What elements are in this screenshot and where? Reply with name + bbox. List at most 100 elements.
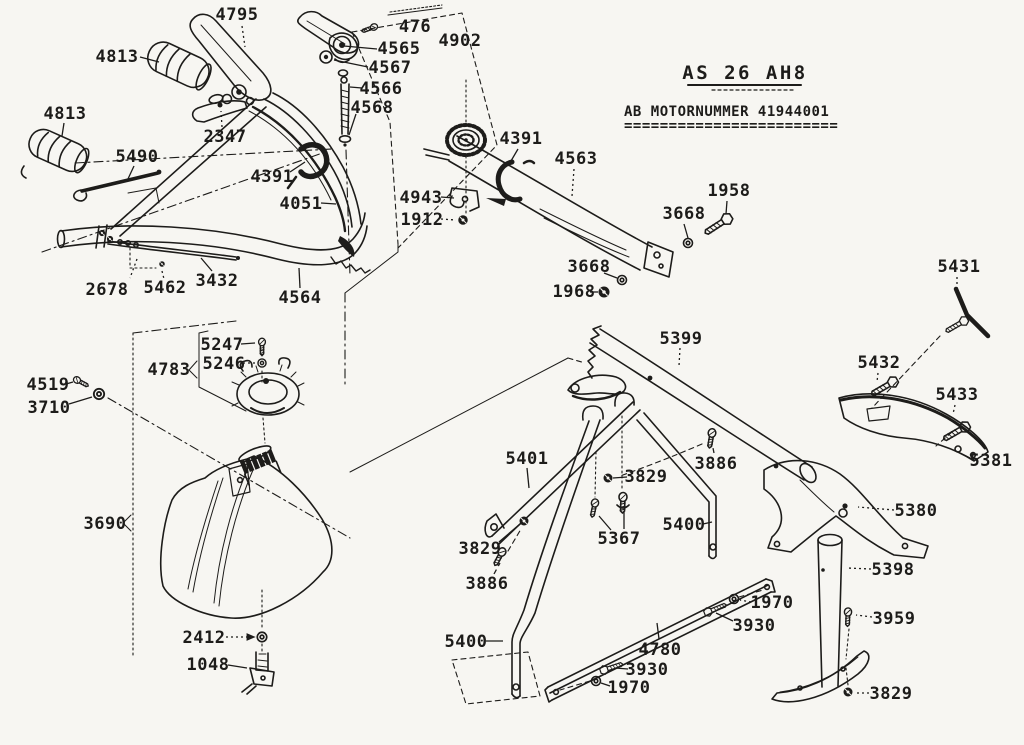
clutch-lever <box>191 100 248 123</box>
part-label-4813: 4813 <box>96 47 139 67</box>
leader-4051 <box>320 202 337 205</box>
part-label-1048: 1048 <box>187 655 230 675</box>
leader-1958 <box>725 200 728 215</box>
screw-5367 <box>617 491 628 514</box>
drag-tube <box>448 135 653 271</box>
neck-bracket <box>228 463 251 497</box>
lever-blade <box>297 10 360 54</box>
leader-4813 <box>61 122 65 137</box>
bar-clamp <box>95 224 108 249</box>
leader-5367 <box>598 515 612 531</box>
handlebar-upper-arm <box>110 98 267 237</box>
part-label-5380: 5380 <box>895 501 938 521</box>
part-label-5381: 5381 <box>970 451 1013 471</box>
throttle-cable-rod <box>80 171 160 193</box>
clamp-bolt <box>106 235 114 243</box>
screw-5247 <box>257 337 267 357</box>
part-label-5246: 5246 <box>203 354 246 374</box>
leader-3959 <box>855 614 873 618</box>
leader-3668 <box>603 272 618 279</box>
serial-line: AB MOTORNUMMER 41944001 <box>624 104 829 120</box>
part-label-5431: 5431 <box>938 257 981 277</box>
part-label-3690: 3690 <box>84 514 127 534</box>
leader-4795 <box>241 25 246 48</box>
part-label-5432: 5432 <box>858 353 901 373</box>
part-label-4783: 4783 <box>148 360 191 380</box>
part-label-3829: 3829 <box>459 539 502 559</box>
part-label-4051: 4051 <box>280 194 323 214</box>
screw-5367 <box>587 497 601 519</box>
leader-4566 <box>349 86 363 89</box>
u-clamp-left <box>581 405 604 421</box>
part-label-4566: 4566 <box>360 79 403 99</box>
leader-3886 <box>493 562 501 575</box>
part-label-1958: 1958 <box>708 181 751 201</box>
construction-lines <box>41 4 953 705</box>
leader-5380 <box>857 506 895 511</box>
skid-plate <box>771 650 870 703</box>
leader-3710 <box>68 396 93 405</box>
post-5398 <box>817 533 843 688</box>
part-label-3886: 3886 <box>466 574 509 594</box>
y-lever-5431 <box>953 286 991 339</box>
fuel-tap <box>241 651 275 695</box>
part-label-5490: 5490 <box>116 147 159 167</box>
leader-4567 <box>333 59 369 68</box>
leader-5433 <box>952 404 956 415</box>
tank-cap <box>231 357 305 416</box>
screw-3886 <box>704 427 718 450</box>
part-label-3829: 3829 <box>870 684 913 704</box>
part-label-4567: 4567 <box>369 58 412 78</box>
strut-5401 <box>491 401 641 545</box>
horn-bracket <box>567 374 627 395</box>
serial-underline: ======================== <box>624 118 838 134</box>
part-label-4563: 4563 <box>555 149 598 169</box>
leg-5400-right <box>636 412 717 557</box>
part-label-3930: 3930 <box>733 616 776 636</box>
screw-5462 <box>158 260 166 268</box>
leader-4519 <box>65 381 74 385</box>
washer-3668 <box>616 274 628 286</box>
nut-1968 <box>597 285 611 299</box>
u-clamp-right <box>614 392 635 407</box>
handle-grip-spare <box>28 128 90 174</box>
leader-4565 <box>343 45 378 50</box>
nut-1912 <box>457 214 469 226</box>
part-label-3668: 3668 <box>568 257 611 277</box>
leader-3930 <box>614 667 629 670</box>
nut-4567 <box>319 50 333 64</box>
drag-bar-assembly <box>423 123 736 299</box>
leader-4780 <box>656 622 660 640</box>
leader-3829 <box>612 476 628 479</box>
leader-4813 <box>139 56 160 63</box>
handle-grip-right <box>146 41 212 91</box>
washer-3710 <box>92 387 106 401</box>
nut-3829 <box>602 472 614 484</box>
part-label-5398: 5398 <box>872 560 915 580</box>
part-label-476: 476 <box>399 17 431 37</box>
leader-3829 <box>498 523 521 543</box>
spring-clamp <box>495 159 523 203</box>
part-label-5247: 5247 <box>201 335 244 355</box>
handlebar-lower-bar <box>60 212 368 266</box>
leader-2347 <box>220 110 223 128</box>
part-label-3930: 3930 <box>626 660 669 680</box>
washer-3668 <box>682 237 694 249</box>
part-label-3829: 3829 <box>625 467 668 487</box>
leader-5400 <box>702 521 713 525</box>
part-label-4564: 4564 <box>279 288 322 308</box>
part-label-5400: 5400 <box>445 632 488 652</box>
part-label-1970: 1970 <box>608 678 651 698</box>
part-label-4391: 4391 <box>251 167 294 187</box>
nut-5246 <box>257 358 267 368</box>
handlebar-assembly <box>20 13 371 274</box>
part-label-5399: 5399 <box>660 329 703 349</box>
nut-3829 <box>518 515 530 527</box>
fuel-tank-assembly <box>71 337 333 695</box>
leader-1970 <box>600 682 611 687</box>
nut-3829 <box>842 686 854 698</box>
leader-5381 <box>957 451 975 461</box>
leader-4943 <box>440 196 455 199</box>
fuel-tank <box>159 455 333 619</box>
